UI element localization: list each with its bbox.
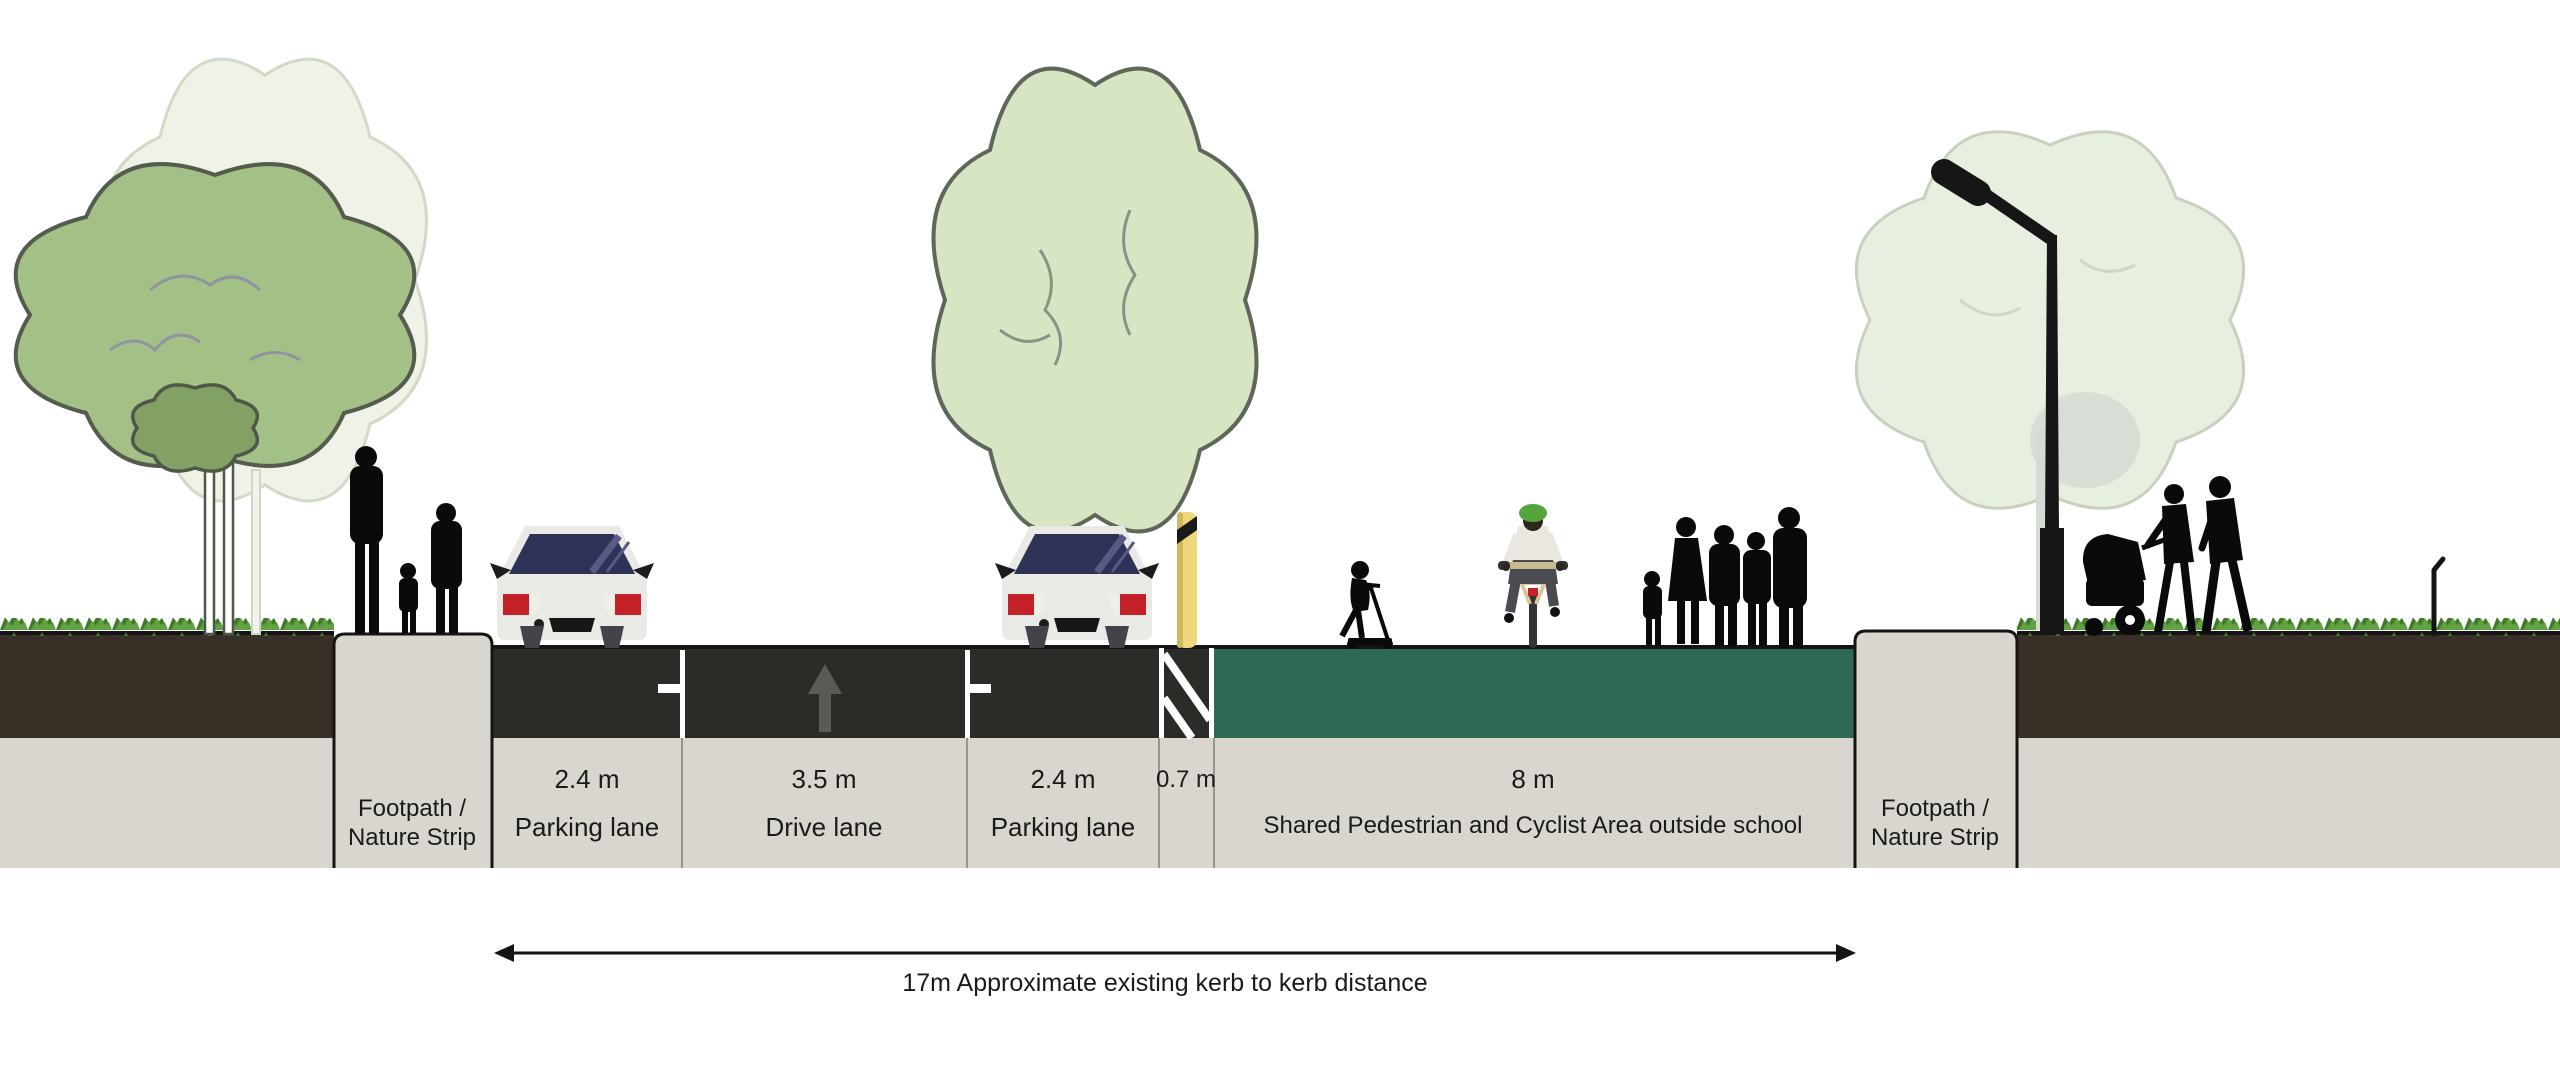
road-surface (492, 648, 1216, 738)
lane-marking-icon (658, 650, 991, 738)
drive-lane-width-label: 3.5 m (791, 764, 857, 794)
drive-lane-name-label: Drive lane (765, 812, 883, 842)
footpath-left-kerb (332, 632, 494, 868)
kerb-line (492, 645, 1855, 649)
grass-right (2017, 618, 2560, 636)
shared-area-name-label: Shared Pedestrian and Cyclist Area outsi… (1263, 812, 1803, 839)
street-light-icon (1931, 159, 2064, 634)
parked-car-icon (995, 526, 1159, 648)
sign-pole-icon (2431, 556, 2446, 637)
footpath-left-label-line1: Footpath / (357, 795, 467, 822)
shared-area-width-label: 8 m (1511, 764, 1555, 794)
shared-area-surface (1214, 648, 1855, 738)
buffer-hatch-icon (1159, 648, 1214, 741)
tree-icon (13, 57, 428, 636)
parking-lane-2-width-label: 2.4 m (1030, 764, 1096, 794)
bollard-icon (1177, 512, 1197, 648)
footpath-right-kerb (1853, 629, 2019, 868)
parking-lane-2-name-label: Parking lane (990, 812, 1136, 842)
scooter-child-icon (1339, 561, 1393, 649)
kerb-to-kerb-annotation: 17m Approximate existing kerb to kerb di… (902, 969, 1428, 997)
kerb-to-kerb-arrow (494, 944, 1856, 962)
nature-strip-left (0, 631, 334, 738)
nature-strip-right (2017, 631, 2560, 738)
pram-family-icon (2082, 476, 2253, 636)
footpath-right-label-line2: Nature Strip (1870, 824, 2000, 851)
parking-lane-1-name-label: Parking lane (514, 812, 660, 842)
cyclist-icon (1498, 504, 1568, 648)
tree-icon (931, 66, 1259, 534)
parked-car-icon (490, 526, 654, 648)
buffer-width-label: 0.7 m (1155, 766, 1217, 793)
label-band-separators (681, 738, 1215, 868)
pedestrians-icon (350, 446, 462, 633)
pedestrian-group-icon (1643, 507, 1807, 648)
parking-lane-1-width-label: 2.4 m (554, 764, 620, 794)
drive-lane-arrow-icon (808, 664, 842, 732)
footpath-left-label-line2: Nature Strip (347, 824, 477, 851)
footpath-right-label-line1: Footpath / (1880, 795, 1990, 822)
grass-left (0, 618, 334, 636)
